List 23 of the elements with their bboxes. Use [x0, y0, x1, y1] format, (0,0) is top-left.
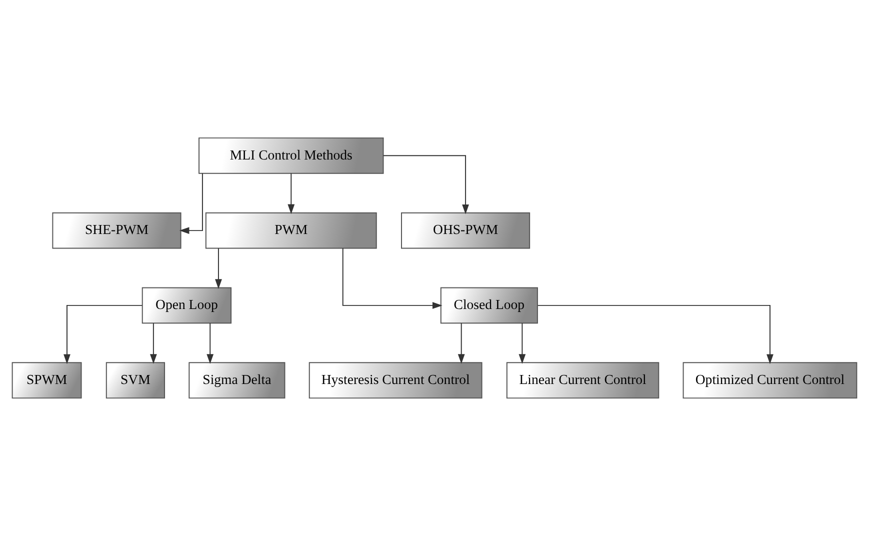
- arrow: [382, 155, 469, 214]
- arrow: [64, 304, 143, 364]
- node-box: SHE-PWM: [52, 212, 182, 249]
- arrow: [215, 248, 222, 290]
- node-box: SPWM: [12, 362, 82, 399]
- node-box: Linear Current Control: [506, 362, 660, 399]
- node-box: MLI Control Methods: [198, 137, 384, 174]
- arrow: [288, 172, 295, 214]
- arrow: [458, 322, 465, 364]
- arrow: [206, 322, 214, 364]
- node-box: OHS-PWM: [401, 212, 530, 249]
- arrow: [150, 322, 157, 364]
- node-box: Sigma Delta: [188, 362, 286, 399]
- node-box: Closed Loop: [440, 287, 538, 324]
- arrow: [342, 248, 442, 309]
- node-box: Hysteresis Current Control: [308, 362, 482, 399]
- arrow: [179, 172, 203, 234]
- node-box: PWM: [205, 212, 377, 249]
- node-box: Open Loop: [142, 287, 232, 324]
- node-box: SVM: [106, 362, 166, 399]
- arrow: [518, 322, 526, 364]
- node-box: Optimized Current Control: [682, 362, 858, 399]
- arrow: [537, 304, 774, 364]
